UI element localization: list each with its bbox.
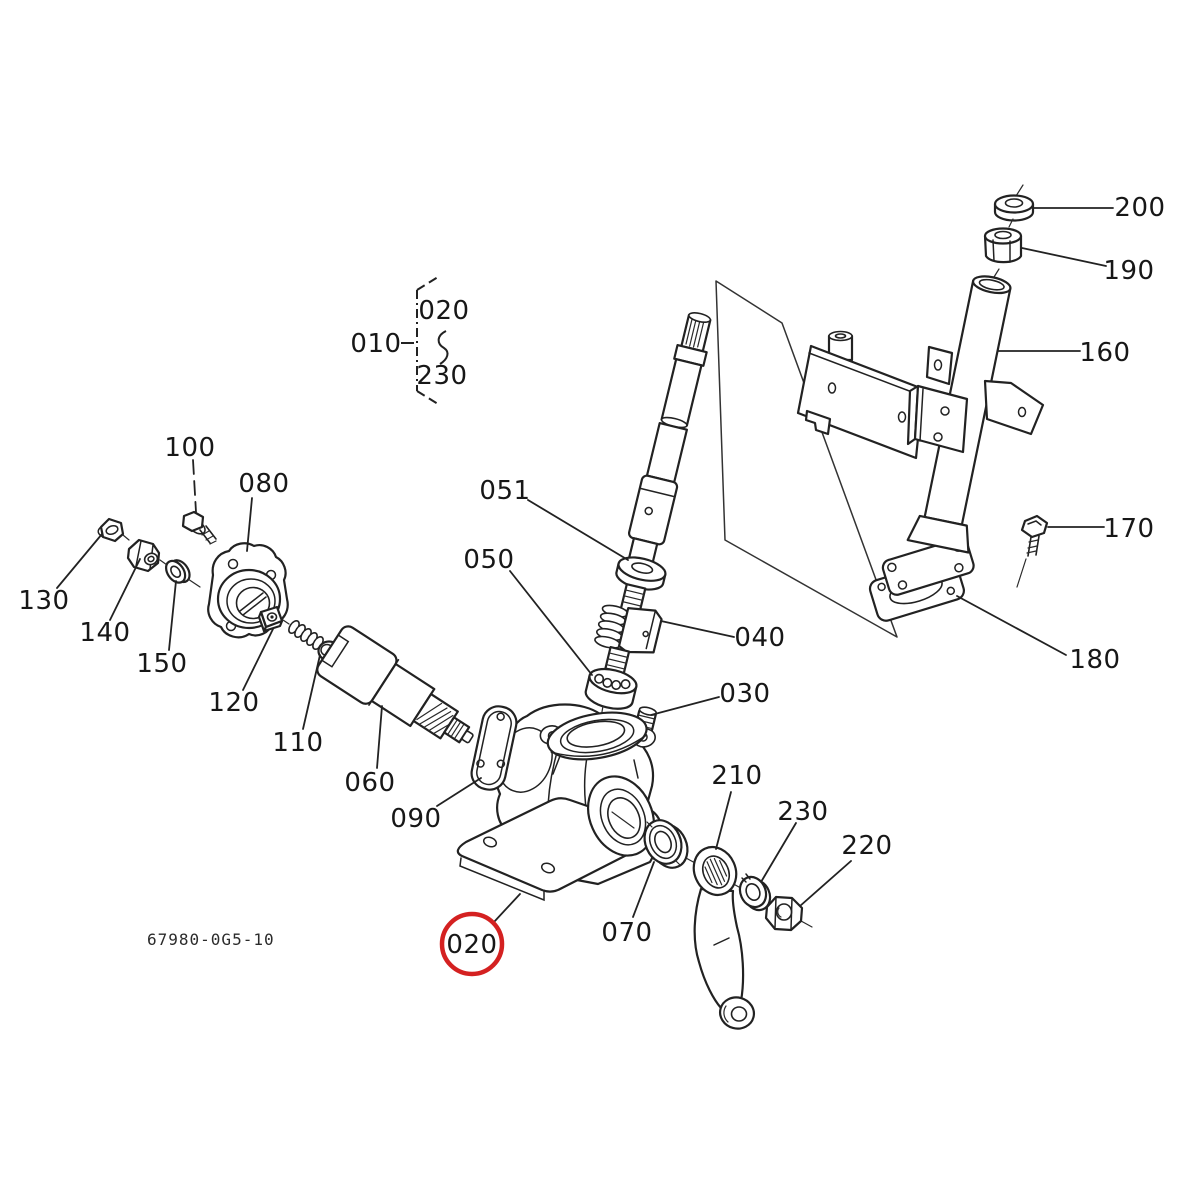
part-label-230: 230 xyxy=(777,797,828,827)
flange-bolt-drawing xyxy=(1016,514,1049,588)
cap-nut-drawing xyxy=(97,517,125,543)
part-label-170: 170 xyxy=(1103,514,1154,544)
part-label-020: 020 xyxy=(446,930,497,960)
leader-080 xyxy=(246,497,253,552)
part-labels: 010 020 230 100 080 130 140 150 120 110 … xyxy=(18,193,1165,960)
part-label-050: 050 xyxy=(463,545,514,575)
oil-seal-drawing xyxy=(643,819,689,869)
part-label-140: 140 xyxy=(79,618,130,648)
side-cover-flange-drawing xyxy=(207,542,289,639)
part-label-200: 200 xyxy=(1114,193,1165,223)
part-label-090: 090 xyxy=(390,804,441,834)
part-label-150: 150 xyxy=(136,649,187,679)
range-squiggle xyxy=(437,330,449,365)
leader-lines xyxy=(56,207,1114,923)
hex-nut-drawing xyxy=(126,538,161,573)
leader-130 xyxy=(56,533,103,589)
leader-030 xyxy=(650,696,720,716)
part-label-080: 080 xyxy=(238,469,289,499)
lock-washer-drawing xyxy=(738,873,772,912)
part-label-030: 030 xyxy=(719,679,770,709)
leader-090 xyxy=(436,777,482,807)
part-label-160: 160 xyxy=(1079,338,1130,368)
leader-050 xyxy=(509,570,593,676)
leader-210 xyxy=(715,791,732,850)
part-label-020-group: 020 xyxy=(418,296,469,326)
leader-180 xyxy=(956,595,1067,656)
leader-020 xyxy=(493,893,521,923)
part-label-110: 110 xyxy=(272,728,323,758)
leader-230 xyxy=(760,822,797,883)
drawing-number: 67980-0G5-10 xyxy=(147,930,275,949)
axis-line xyxy=(187,578,201,588)
reference-panel xyxy=(715,280,898,638)
leader-220 xyxy=(799,860,852,907)
steering-wheel-nut-drawing xyxy=(983,227,1023,278)
part-label-051: 051 xyxy=(479,476,530,506)
leader-190 xyxy=(1021,247,1107,267)
highlight-circle xyxy=(439,911,505,977)
leader-100 xyxy=(192,459,197,513)
part-label-180: 180 xyxy=(1069,645,1120,675)
lock-key-drawing xyxy=(257,605,284,633)
column-flange-drawing xyxy=(881,537,975,596)
axis-line xyxy=(282,619,290,625)
part-label-060: 060 xyxy=(344,768,395,798)
column-clamp-bracket-drawing xyxy=(906,345,1045,454)
leader-110 xyxy=(302,654,321,730)
worm-gear-drawing xyxy=(594,583,663,675)
part-label-070: 070 xyxy=(601,918,652,948)
upper-bearing-drawing xyxy=(615,556,667,591)
ball-bearing-drawing xyxy=(584,667,638,710)
column-cap-nut-drawing xyxy=(993,184,1035,228)
axis-line xyxy=(122,534,130,541)
sector-shaft-drawing xyxy=(316,625,474,744)
bolt-drawing xyxy=(181,510,217,545)
leader-051 xyxy=(527,499,629,561)
part-label-130: 130 xyxy=(18,586,69,616)
part-label-010: 010 xyxy=(350,329,401,359)
part-label-100: 100 xyxy=(164,433,215,463)
part-label-040: 040 xyxy=(734,623,785,653)
leader-120 xyxy=(242,628,274,691)
part-label-220: 220 xyxy=(841,831,892,861)
leader-060 xyxy=(376,705,383,769)
gear-box-housing-drawing xyxy=(456,703,664,902)
pitman-nut-drawing xyxy=(764,895,804,932)
assembly-group-bracket xyxy=(401,276,449,405)
leader-150 xyxy=(168,580,177,651)
pitman-arm-drawing xyxy=(692,846,756,1030)
part-label-120: 120 xyxy=(208,688,259,718)
leader-040 xyxy=(660,620,735,638)
part-label-190: 190 xyxy=(1103,256,1154,286)
leader-070 xyxy=(632,861,655,918)
part-label-230-group: 230 xyxy=(416,361,467,391)
steering-shaft-drawing xyxy=(627,312,712,569)
part-label-210: 210 xyxy=(711,761,762,791)
column-bracket-plate-drawing xyxy=(796,330,925,460)
washer-drawing xyxy=(165,559,191,584)
leader-140 xyxy=(109,558,141,621)
side-gasket-drawing xyxy=(470,705,518,791)
